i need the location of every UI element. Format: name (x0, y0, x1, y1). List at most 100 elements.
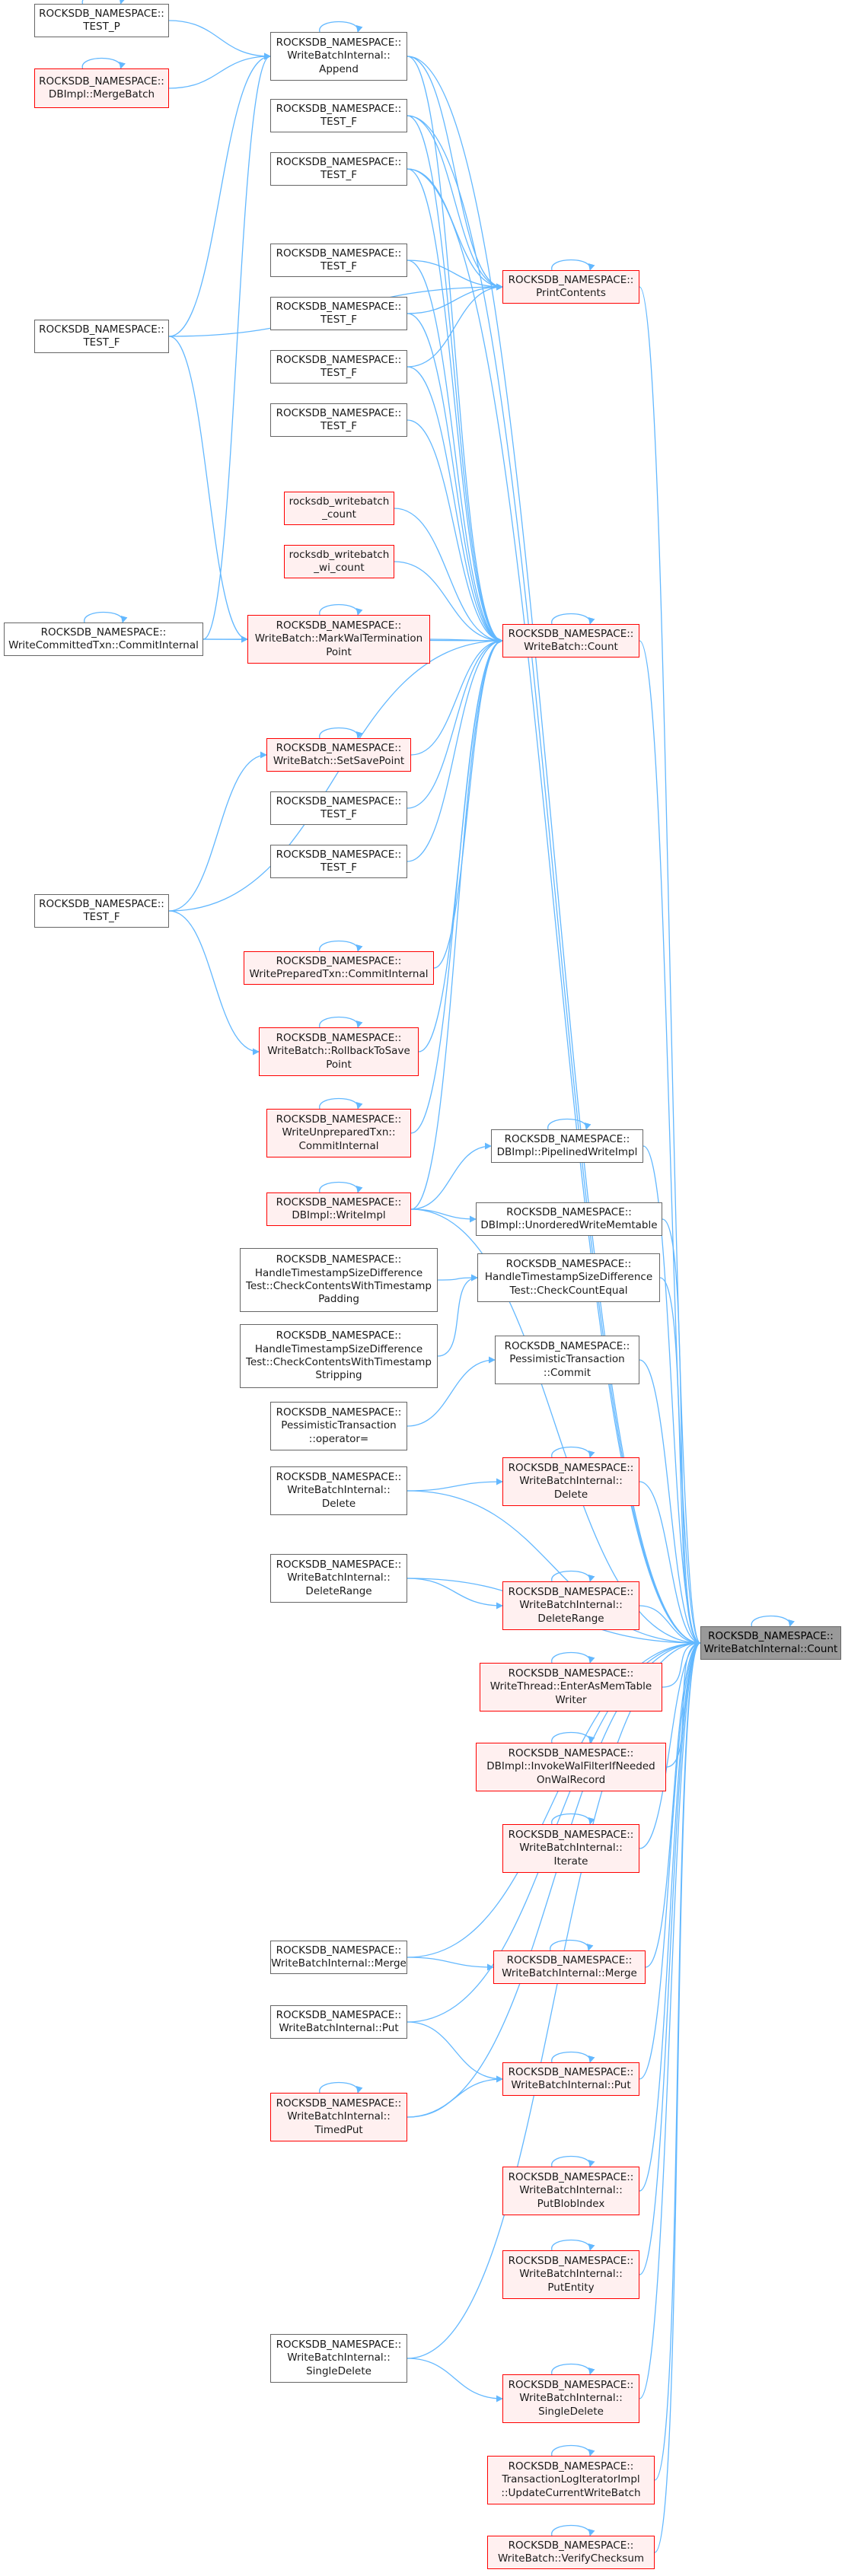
node-wbi-put-r[interactable]: ROCKSDB_NAMESPACE::WriteBatchInternal::P… (502, 2062, 639, 2096)
node-label-line: Append (319, 62, 359, 75)
node-label-line: OnWalRecord (536, 1773, 606, 1786)
node-wbi-merge-r[interactable]: ROCKSDB_NAMESPACE::WriteBatchInternal::M… (493, 1950, 646, 1984)
node-wbi-singledelete-l[interactable]: ROCKSDB_NAMESPACE::WriteBatchInternal::S… (270, 2334, 407, 2383)
node-label-line: ROCKSDB_NAMESPACE:: (508, 2065, 634, 2078)
node-label-line: HandleTimestampSizeDifference (254, 1342, 423, 1355)
node-htsd-countequal[interactable]: ROCKSDB_NAMESPACE::HandleTimestampSizeDi… (477, 1253, 660, 1302)
node-label-line: TEST_F (320, 420, 358, 432)
node-label-line: WriteUnpreparedTxn:: (282, 1126, 396, 1139)
node-wbi-put-l[interactable]: ROCKSDB_NAMESPACE::WriteBatchInternal::P… (270, 2005, 407, 2039)
node-label-line: ROCKSDB_NAMESPACE:: (39, 75, 164, 88)
node-dbimpl-pipelined[interactable]: ROCKSDB_NAMESPACE::DBImpl::PipelinedWrit… (491, 1129, 643, 1163)
node-wt-enter[interactable]: ROCKSDB_NAMESPACE::WriteThread::EnterAsM… (480, 1663, 662, 1711)
node-wbi-merge-l[interactable]: ROCKSDB_NAMESPACE::WriteBatchInternal::M… (270, 1941, 407, 1974)
node-label-line: ROCKSDB_NAMESPACE:: (276, 954, 402, 967)
node-label-line: PrintContents (536, 287, 606, 299)
node-print-contents[interactable]: ROCKSDB_NAMESPACE::PrintContents (502, 270, 639, 304)
node-test-f-6[interactable]: ROCKSDB_NAMESPACE::TEST_F (270, 403, 407, 437)
node-label-line: WritePreparedTxn::CommitInternal (249, 968, 429, 980)
node-wb-count[interactable]: ROCKSDB_NAMESPACE::WriteBatch::Count (502, 624, 639, 658)
node-label-line: TEST_F (320, 169, 358, 181)
node-wbi-putblob[interactable]: ROCKSDB_NAMESPACE::WriteBatchInternal::P… (502, 2167, 639, 2215)
node-label-line: HandleTimestampSizeDifference (254, 1266, 423, 1279)
node-test-f-3[interactable]: ROCKSDB_NAMESPACE::TEST_F (270, 244, 407, 277)
node-label-line: ROCKSDB_NAMESPACE:: (276, 848, 402, 861)
node-wb-markwal[interactable]: ROCKSDB_NAMESPACE::WriteBatch::MarkWalTe… (247, 615, 430, 664)
node-wut-commitinternal[interactable]: ROCKSDB_NAMESPACE::WriteUnpreparedTxn::C… (266, 1109, 411, 1157)
node-label-line: ROCKSDB_NAMESPACE:: (276, 619, 402, 632)
self-loop-dbimpl-writeimpl (319, 1181, 363, 1193)
node-label-line: ROCKSDB_NAMESPACE:: (508, 1747, 634, 1760)
node-pt-commit[interactable]: ROCKSDB_NAMESPACE::PessimisticTransactio… (495, 1336, 639, 1384)
node-wb-setsavepoint[interactable]: ROCKSDB_NAMESPACE::WriteBatch::SetSavePo… (266, 738, 411, 772)
edge-dbimpl-writeimpl-to-dbimpl-pipelined (410, 1142, 492, 1210)
node-wb-verifychecksum[interactable]: ROCKSDB_NAMESPACE::WriteBatch::VerifyChe… (487, 2536, 655, 2569)
node-wb-rollback[interactable]: ROCKSDB_NAMESPACE::WriteBatch::RollbackT… (259, 1027, 419, 1076)
node-label-line: WriteBatchInternal:: (519, 2268, 623, 2281)
edge-dbimpl-writeimpl-to-dbimpl-unordered (410, 1208, 477, 1223)
node-htsd-stripping[interactable]: ROCKSDB_NAMESPACE::HandleTimestampSizeDi… (240, 1324, 438, 1388)
node-label-line: ROCKSDB_NAMESPACE:: (276, 1032, 402, 1045)
node-rocksdb-wb-count[interactable]: rocksdb_writebatch_count (284, 492, 394, 525)
node-test-f-big[interactable]: ROCKSDB_NAMESPACE::TEST_F (34, 320, 169, 353)
node-test-p[interactable]: ROCKSDB_NAMESPACE::TEST_P (34, 4, 169, 37)
node-dbimpl-mergebatch[interactable]: ROCKSDB_NAMESPACE::DBImpl::MergeBatch (34, 68, 169, 108)
node-test-f-7[interactable]: ROCKSDB_NAMESPACE::TEST_F (270, 791, 407, 825)
node-label-line: ROCKSDB_NAMESPACE:: (508, 2379, 634, 2392)
node-label-line: ROCKSDB_NAMESPACE:: (276, 1196, 402, 1208)
node-label-line: WriteBatchInternal:: (519, 1842, 623, 1855)
self-loop-dbimpl-mergebatch (81, 57, 126, 69)
node-wbi-putentity[interactable]: ROCKSDB_NAMESPACE::WriteBatchInternal::P… (502, 2250, 639, 2299)
node-wbi-singledelete-r[interactable]: ROCKSDB_NAMESPACE::WriteBatchInternal::S… (502, 2374, 639, 2423)
node-test-f-4[interactable]: ROCKSDB_NAMESPACE::TEST_F (270, 297, 407, 330)
node-label-line: ROCKSDB_NAMESPACE:: (276, 1559, 402, 1571)
node-wbi-delete-r[interactable]: ROCKSDB_NAMESPACE::WriteBatchInternal::D… (502, 1457, 639, 1506)
node-label-line: CommitInternal (298, 1139, 379, 1152)
node-test-f-9[interactable]: ROCKSDB_NAMESPACE::TEST_F (34, 894, 169, 928)
node-label-line: TEST_F (320, 260, 358, 272)
self-loop-wpt-commitinternal (319, 940, 363, 952)
node-label-line: Point (326, 1058, 352, 1071)
edge-pt-commit-to-focus (639, 1359, 701, 1647)
node-label-line: ROCKSDB_NAMESPACE:: (508, 1586, 634, 1599)
node-dbimpl-writeimpl[interactable]: ROCKSDB_NAMESPACE::DBImpl::WriteImpl (266, 1192, 411, 1226)
node-label-line: ROCKSDB_NAMESPACE:: (505, 1258, 632, 1271)
node-label-line: ::UpdateCurrentWriteBatch (501, 2486, 641, 2499)
node-label-line: ROCKSDB_NAMESPACE:: (506, 1953, 633, 1966)
node-wbi-deleterange-l[interactable]: ROCKSDB_NAMESPACE::WriteBatchInternal::D… (270, 1554, 407, 1603)
node-label-line: WriteBatchInternal:: (287, 49, 391, 62)
node-dbimpl-unordered[interactable]: ROCKSDB_NAMESPACE::DBImpl::UnorderedWrit… (476, 1202, 662, 1236)
node-wbi-iterate[interactable]: ROCKSDB_NAMESPACE::WriteBatchInternal::I… (502, 1824, 639, 1873)
node-pt-operator[interactable]: ROCKSDB_NAMESPACE::PessimisticTransactio… (270, 1402, 407, 1450)
node-test-f-8[interactable]: ROCKSDB_NAMESPACE::TEST_F (270, 845, 407, 878)
edge-test-f-big-to-wb-markwal (168, 336, 248, 643)
node-dbimpl-invokewal[interactable]: ROCKSDB_NAMESPACE::DBImpl::InvokeWalFilt… (476, 1743, 666, 1791)
node-label-line: ROCKSDB_NAMESPACE:: (276, 247, 402, 260)
node-rocksdb-wb-wi-count[interactable]: rocksdb_writebatch_wi_count (284, 545, 394, 578)
node-test-f-2[interactable]: ROCKSDB_NAMESPACE::TEST_F (270, 152, 407, 186)
node-wbi-append[interactable]: ROCKSDB_NAMESPACE::WriteBatchInternal::A… (270, 32, 407, 81)
node-label-line: TEST_F (83, 911, 120, 923)
node-label-line: ROCKSDB_NAMESPACE:: (504, 1340, 630, 1353)
node-tli-update[interactable]: ROCKSDB_NAMESPACE::TransactionLogIterato… (487, 2456, 655, 2504)
node-wct-commitinternal[interactable]: ROCKSDB_NAMESPACE::WriteCommittedTxn::Co… (4, 623, 203, 656)
node-label-line: WriteBatchInternal:: (519, 1599, 623, 1612)
node-label-line: ROCKSDB_NAMESPACE:: (39, 7, 164, 20)
node-wbi-delete-l[interactable]: ROCKSDB_NAMESPACE::WriteBatchInternal::D… (270, 1466, 407, 1515)
node-label-line: ROCKSDB_NAMESPACE:: (276, 741, 402, 754)
node-test-f-1[interactable]: ROCKSDB_NAMESPACE::TEST_F (270, 99, 407, 132)
node-test-f-5[interactable]: ROCKSDB_NAMESPACE::TEST_F (270, 350, 407, 384)
node-wbi-timedput[interactable]: ROCKSDB_NAMESPACE::WriteBatchInternal::T… (270, 2093, 407, 2141)
edge-wbi-deleterange-r-to-focus (639, 1605, 701, 1647)
self-loop-wct-commitinternal (84, 611, 128, 623)
node-label-line: WriteBatchInternal::Merge (502, 1967, 637, 1979)
edge-wbi-putblob-to-focus (639, 1639, 701, 2192)
node-htsd-padding[interactable]: ROCKSDB_NAMESPACE::HandleTimestampSizeDi… (240, 1248, 438, 1312)
edge-htsd-countequal-to-focus (659, 1277, 701, 1647)
node-label-line: ROCKSDB_NAMESPACE:: (276, 1406, 402, 1419)
node-wbi-deleterange-r[interactable]: ROCKSDB_NAMESPACE::WriteBatchInternal::D… (502, 1581, 639, 1630)
edge-test-f-5-to-wb-count (407, 366, 503, 645)
self-loop-dbimpl-pipelined (547, 1118, 592, 1130)
node-label-line: ROCKSDB_NAMESPACE:: (276, 155, 402, 168)
node-wpt-commitinternal[interactable]: ROCKSDB_NAMESPACE::WritePreparedTxn::Com… (244, 951, 434, 985)
